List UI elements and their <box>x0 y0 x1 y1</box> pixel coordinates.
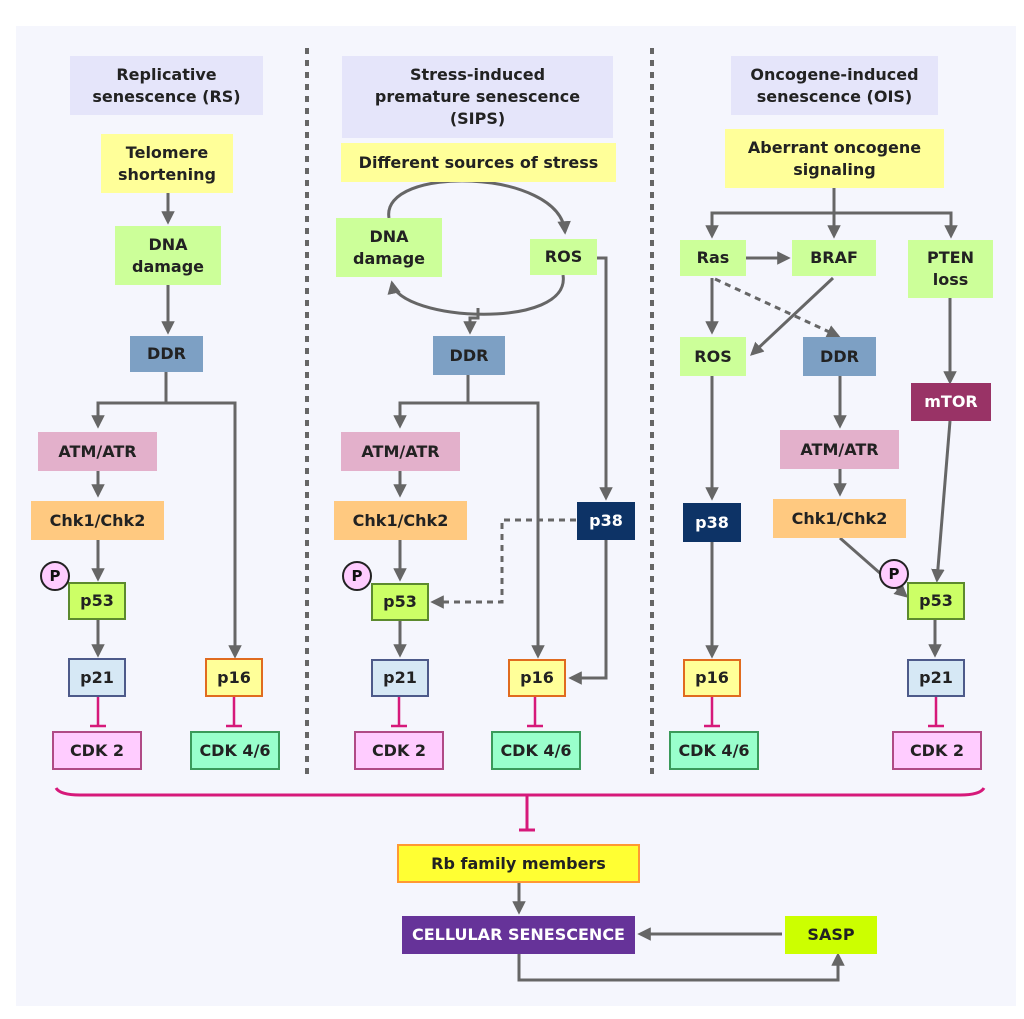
node-sips-chk1-chk2: Chk1/Chk2 <box>334 501 467 540</box>
phosphorylation-icon: P <box>879 559 909 589</box>
node-rs-ddr: DDR <box>130 336 203 372</box>
node-ois-p21: p21 <box>907 659 965 697</box>
node-rs-p16: p16 <box>205 658 263 697</box>
node-sips-p21: p21 <box>371 659 429 697</box>
node-ois-atm-atr: ATM/ATR <box>780 430 899 469</box>
header-replicative-senescence: Replicative senescence (RS) <box>70 56 263 115</box>
node-different-sources-of-stress: Different sources of stress <box>341 143 616 182</box>
node-ois-ros: ROS <box>680 337 746 376</box>
node-ois-p38: p38 <box>683 503 741 542</box>
node-sips-p16: p16 <box>508 659 566 697</box>
header-stress-induced-senescence: Stress-induced premature senescence (SIP… <box>342 56 613 138</box>
node-sips-ddr: DDR <box>433 336 505 375</box>
phosphorylation-icon: P <box>342 561 372 591</box>
node-sips-p38: p38 <box>577 502 635 540</box>
header-oncogene-induced-senescence: Oncogene-induced senescence (OIS) <box>731 56 938 115</box>
node-rs-p21: p21 <box>68 658 126 697</box>
node-ois-chk1-chk2: Chk1/Chk2 <box>773 499 906 538</box>
node-sips-dna-damage: DNA damage <box>336 218 442 277</box>
node-ras: Ras <box>680 240 746 276</box>
node-ois-p16: p16 <box>683 659 741 697</box>
node-sips-cdk46: CDK 4/6 <box>491 731 581 770</box>
node-braf: BRAF <box>792 240 876 276</box>
node-pten-loss: PTEN loss <box>908 240 993 298</box>
node-rs-cdk2: CDK 2 <box>52 731 142 770</box>
node-sips-p53: p53 <box>371 583 429 621</box>
node-ois-cdk46: CDK 4/6 <box>669 731 759 770</box>
node-sips-atm-atr: ATM/ATR <box>341 432 460 471</box>
node-cellular-senescence: CELLULAR SENESCENCE <box>402 916 635 954</box>
node-aberrant-oncogene-signaling: Aberrant oncogene signaling <box>725 129 944 188</box>
node-sips-cdk2: CDK 2 <box>354 731 444 770</box>
node-ois-p53: p53 <box>907 582 965 620</box>
node-sasp: SASP <box>785 916 877 954</box>
node-rs-chk1-chk2: Chk1/Chk2 <box>31 501 164 540</box>
node-rs-p53: p53 <box>68 582 126 620</box>
node-ois-ddr: DDR <box>803 337 876 376</box>
node-rb-family-members: Rb family members <box>397 844 640 883</box>
node-mtor: mTOR <box>911 383 991 421</box>
node-rs-atm-atr: ATM/ATR <box>38 432 157 471</box>
node-ois-cdk2: CDK 2 <box>892 731 982 770</box>
node-rs-dna-damage: DNA damage <box>115 226 221 285</box>
node-telomere-shortening: Telomere shortening <box>101 134 233 193</box>
phosphorylation-icon: P <box>40 561 70 591</box>
node-sips-ros: ROS <box>530 239 597 275</box>
node-rs-cdk46: CDK 4/6 <box>190 731 280 770</box>
